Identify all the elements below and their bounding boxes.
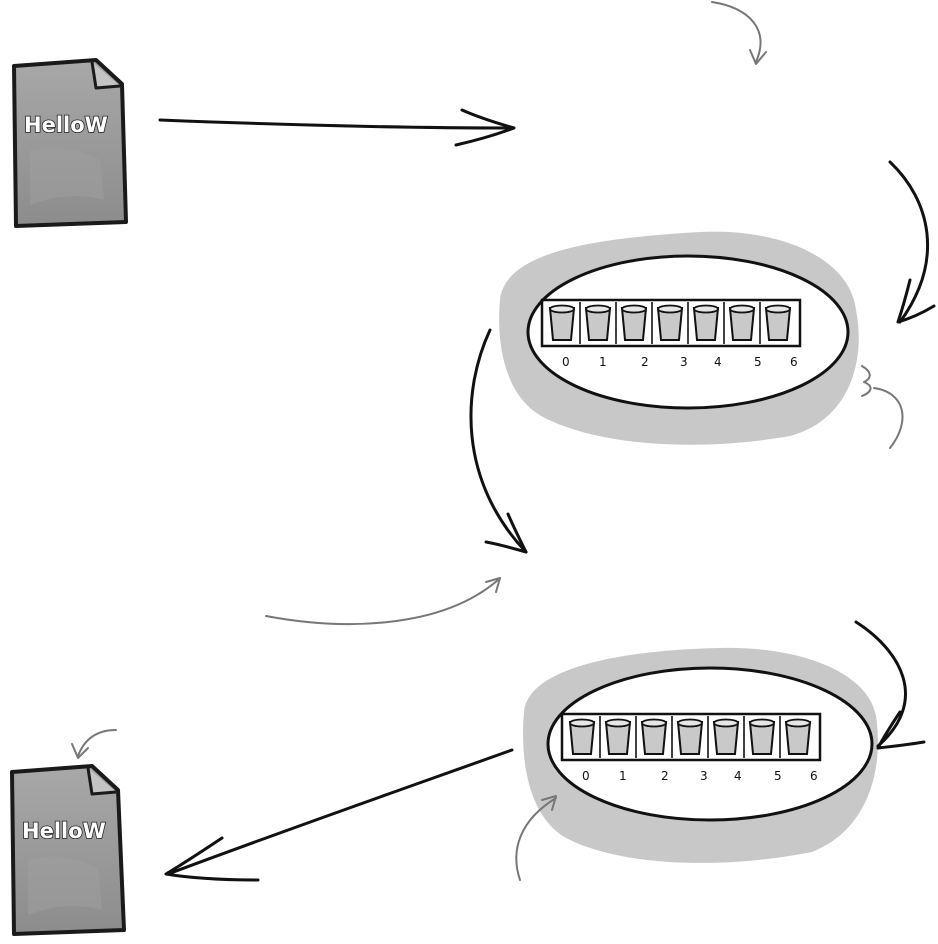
top-array-index: 4 xyxy=(714,355,722,369)
top-array-cup xyxy=(766,306,790,341)
output-document-label: HelloW xyxy=(22,819,106,843)
bottom-array-index: 4 xyxy=(734,769,742,783)
annotation-brace xyxy=(862,366,871,396)
top-array-index: 6 xyxy=(790,355,798,369)
arrow-input-to-process xyxy=(160,120,512,128)
bottom-array-index: 1 xyxy=(619,769,627,783)
bottom-array-index: 6 xyxy=(810,769,818,783)
input-document-icon: HelloW xyxy=(14,60,126,226)
annotation-middle xyxy=(266,580,498,624)
input-document-label: HelloW xyxy=(24,113,108,137)
bottom-array-blob: 0 1 2 3 4 5 6 xyxy=(523,648,878,863)
top-array-index: 5 xyxy=(754,355,762,369)
arrow-to-top-array xyxy=(890,162,928,322)
bottom-array-index: 2 xyxy=(661,769,669,783)
top-array-index: 2 xyxy=(641,355,649,369)
bottom-array-cup xyxy=(786,720,810,755)
top-array-blob: 0 1 2 3 4 5 6 xyxy=(499,232,859,445)
bottom-array-index: 0 xyxy=(582,769,590,783)
top-array-index: 0 xyxy=(562,355,570,369)
output-document-icon: HelloW xyxy=(12,766,124,934)
bottom-array-index: 5 xyxy=(774,769,782,783)
annotation-top xyxy=(712,2,760,62)
annotation-top-array xyxy=(874,388,903,448)
top-array-index: 3 xyxy=(680,355,688,369)
arrow-bottom-array-to-output xyxy=(168,750,512,874)
bottom-array-index: 3 xyxy=(700,769,708,783)
top-array-index: 1 xyxy=(599,355,607,369)
